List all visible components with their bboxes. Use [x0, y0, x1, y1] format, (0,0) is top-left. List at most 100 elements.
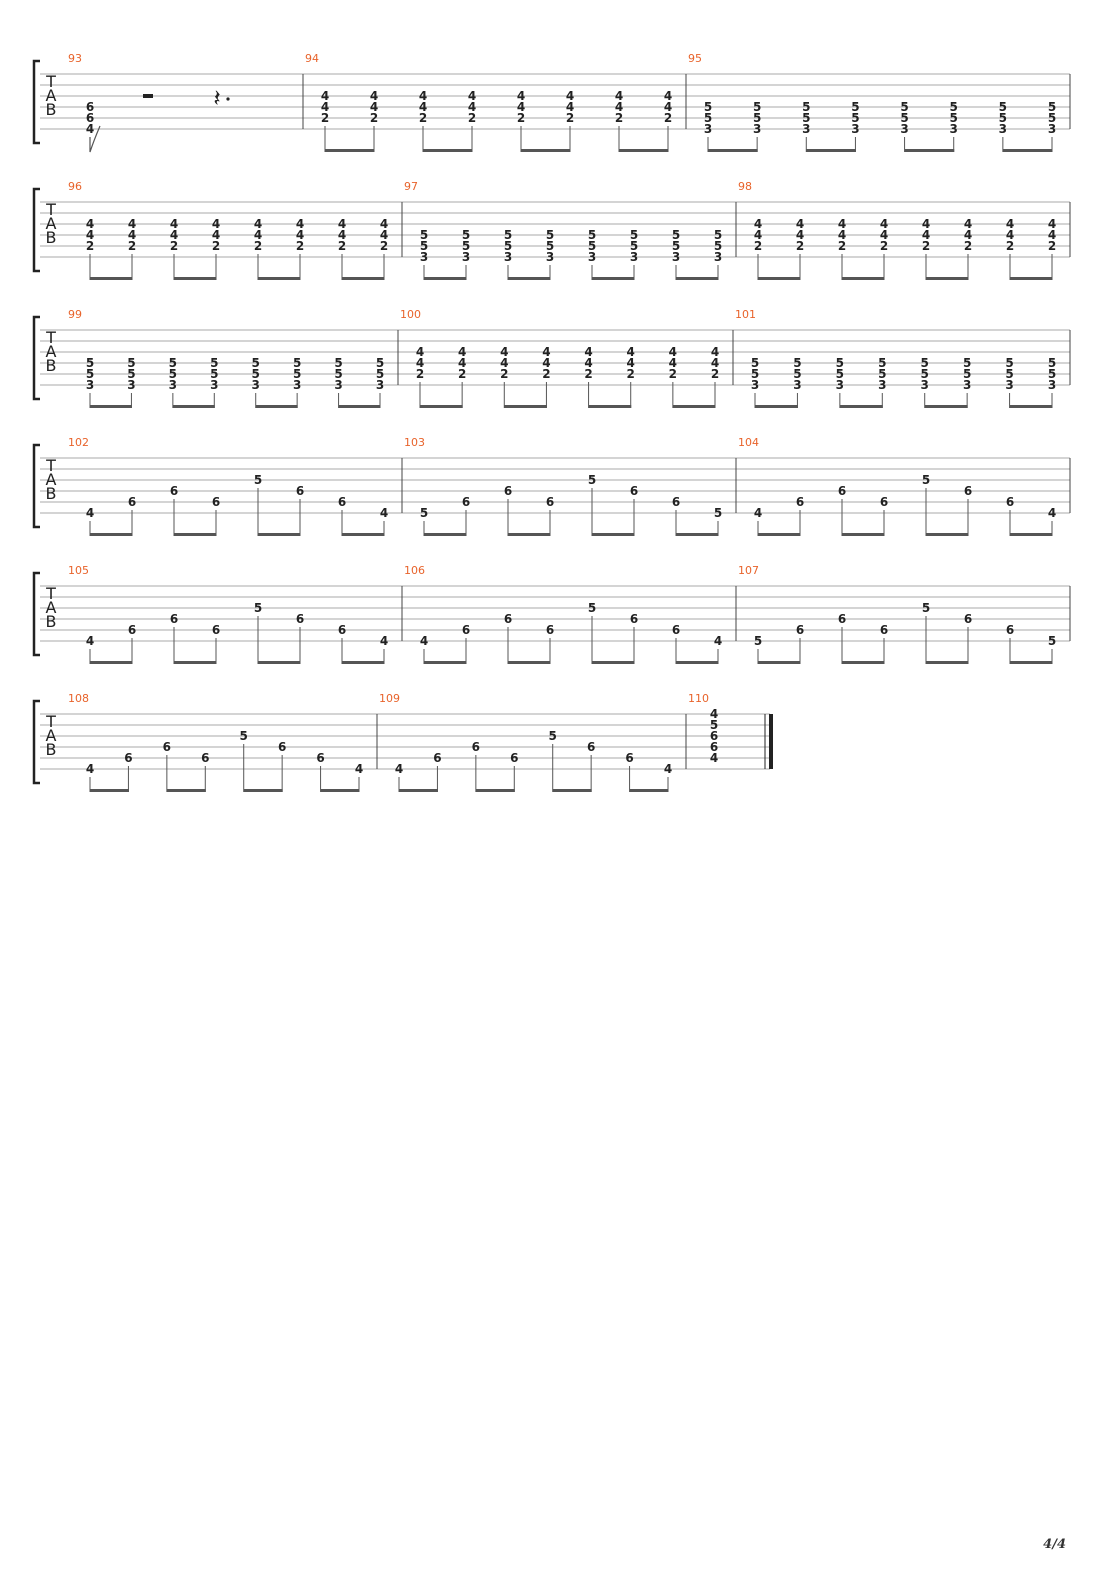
system-bracket: [32, 443, 40, 529]
fret-number: 4: [420, 634, 428, 648]
fret-number: 4: [212, 217, 220, 231]
eighth-beam: [842, 661, 885, 664]
fret-number: 5: [588, 601, 596, 615]
fret-number: 2: [212, 239, 220, 253]
fret-number: 4: [711, 345, 719, 359]
fret-number: 4: [922, 228, 930, 242]
fret-number: 6: [212, 623, 220, 637]
fret-number: 5: [751, 356, 759, 370]
fret-number: 6: [510, 751, 518, 765]
fret-number: 2: [170, 239, 178, 253]
fret-number: 5: [878, 356, 886, 370]
eighth-beam: [588, 405, 632, 408]
fret-number: 4: [1048, 506, 1056, 520]
eighth-beam: [172, 405, 215, 408]
eighth-beam: [1010, 661, 1053, 664]
fret-number: 4: [86, 634, 94, 648]
fret-number: 5: [240, 729, 248, 743]
fret-number: 4: [669, 356, 677, 370]
measure-number: 107: [738, 564, 759, 577]
tab-clef-letter: B: [46, 484, 57, 503]
fret-number: 2: [500, 367, 508, 381]
measure-number: 100: [400, 308, 421, 321]
fret-number: 6: [212, 495, 220, 509]
eighth-beam: [1010, 277, 1053, 280]
fret-number: 4: [370, 89, 378, 103]
eighth-beam: [676, 533, 719, 536]
tab-clef-letter: B: [46, 228, 57, 247]
fret-number: 2: [86, 239, 94, 253]
fret-number: 5: [753, 100, 761, 114]
fret-number: 4: [321, 100, 329, 114]
fret-number: 2: [838, 239, 846, 253]
fret-number: 6: [128, 623, 136, 637]
eighth-beam: [758, 533, 801, 536]
fret-number: 3: [999, 122, 1007, 136]
fret-number: 5: [462, 228, 470, 242]
fret-number: 5: [836, 367, 844, 381]
eighth-beam: [592, 533, 635, 536]
eighth-beam: [342, 661, 385, 664]
tab-clef-letter: A: [46, 214, 57, 233]
fret-number: 5: [630, 239, 638, 253]
eighth-beam: [90, 277, 133, 280]
eighth-beam: [806, 149, 856, 152]
fret-number: 2: [1006, 239, 1014, 253]
fret-number: 3: [1005, 378, 1013, 392]
tab-clef-letter: T: [45, 200, 56, 219]
eighth-beam: [842, 277, 885, 280]
fret-number: 6: [296, 484, 304, 498]
eighth-beam: [708, 149, 758, 152]
eighth-beam: [1002, 149, 1053, 152]
fret-number: 6: [128, 495, 136, 509]
fret-number: 5: [836, 356, 844, 370]
fret-number: 2: [321, 111, 329, 125]
fret-number: 4: [370, 100, 378, 114]
fret-number: 4: [468, 100, 476, 114]
eighth-beam: [475, 789, 515, 792]
fret-number: 3: [210, 378, 218, 392]
fret-number: 2: [419, 111, 427, 125]
fret-number: 2: [468, 111, 476, 125]
fret-number: 5: [86, 367, 94, 381]
fret-number: 5: [950, 100, 958, 114]
fret-number: 5: [921, 356, 929, 370]
fret-number: 6: [1006, 495, 1014, 509]
fret-number: 4: [669, 345, 677, 359]
fret-number: 5: [999, 111, 1007, 125]
fret-number: 5: [86, 356, 94, 370]
fret-number: 5: [546, 228, 554, 242]
fret-number: 5: [793, 367, 801, 381]
fret-number: 6: [170, 484, 178, 498]
eighth-beam: [174, 661, 217, 664]
fret-number: 2: [296, 239, 304, 253]
tab-clef-letter: T: [45, 72, 56, 91]
fret-number: 5: [334, 367, 342, 381]
eighth-beam: [338, 405, 381, 408]
fret-number: 5: [753, 111, 761, 125]
eighth-beam: [399, 789, 438, 792]
fret-number: 5: [252, 367, 260, 381]
fret-number: 3: [753, 122, 761, 136]
fret-number: 4: [338, 217, 346, 231]
fret-number: 4: [380, 634, 388, 648]
fret-number: 6: [462, 623, 470, 637]
fret-number: 6: [796, 623, 804, 637]
measure-number: 95: [688, 52, 702, 65]
fret-number: 5: [1048, 356, 1056, 370]
fret-number: 6: [630, 484, 638, 498]
fret-number: 5: [751, 367, 759, 381]
eighth-beam: [619, 149, 669, 152]
fret-number: 3: [672, 250, 680, 264]
fret-number: 4: [395, 762, 403, 776]
page-number: 4/4: [1043, 1537, 1066, 1552]
fret-number: 2: [669, 367, 677, 381]
fret-number: 4: [615, 89, 623, 103]
fret-number: 5: [714, 228, 722, 242]
fret-number: 5: [549, 729, 557, 743]
eighth-beam: [504, 405, 547, 408]
fret-number: 4: [380, 228, 388, 242]
tab-clef-letter: A: [46, 726, 57, 745]
